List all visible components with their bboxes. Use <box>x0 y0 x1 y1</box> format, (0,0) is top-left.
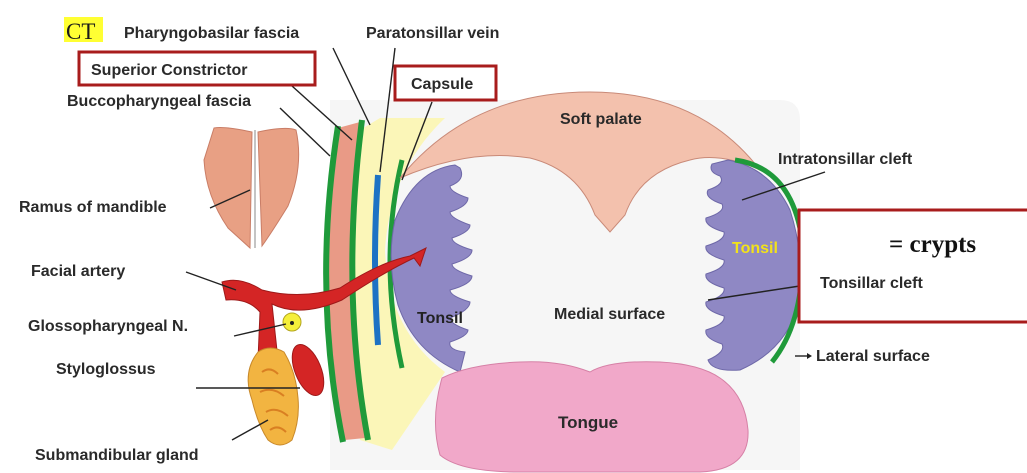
facial-artery-label: Facial artery <box>31 263 125 280</box>
medial-surface-label: Medial surface <box>554 306 665 323</box>
ramus-of-mandible-right <box>258 128 299 246</box>
lateral-surface-label: Lateral surface <box>816 348 930 365</box>
paratonsillar-vein-line <box>375 175 378 345</box>
crypts-annotation: = crypts <box>889 231 976 258</box>
pharyngobasilar-fascia-label: Pharyngobasilar fascia <box>124 25 299 42</box>
paratonsillar-vein-label: Paratonsillar vein <box>366 25 499 42</box>
superior-constrictor-label: Superior Constrictor <box>91 62 247 79</box>
glossopharyngeal-n-label: Glossopharyngeal N. <box>28 318 188 335</box>
crypts-box <box>799 210 1027 322</box>
submandibular-gland-label: Submandibular gland <box>35 447 199 464</box>
tongue-label: Tongue <box>558 413 618 432</box>
buccopharyngeal-fascia-label: Buccopharyngeal fascia <box>67 93 251 110</box>
tonsillar-cleft-label: Tonsillar cleft <box>820 275 924 292</box>
leader-lateral-surface-arrow <box>807 353 812 359</box>
capsule-label: Capsule <box>411 76 473 93</box>
ramus-of-mandible-left <box>204 128 252 249</box>
submandibular-gland-shape <box>248 348 298 445</box>
styloglossus-label: Styloglossus <box>56 361 156 378</box>
intratonsillar-cleft-label: Intratonsillar cleft <box>778 151 913 168</box>
glossopharyngeal-nerve-dot <box>290 321 294 325</box>
soft-palate-label: Soft palate <box>560 111 642 128</box>
ct-label: CT <box>66 19 95 44</box>
ramus-of-mandible-label: Ramus of mandible <box>19 199 167 216</box>
right-tonsil-label: Tonsil <box>732 240 778 257</box>
left-tonsil-label: Tonsil <box>417 310 463 327</box>
